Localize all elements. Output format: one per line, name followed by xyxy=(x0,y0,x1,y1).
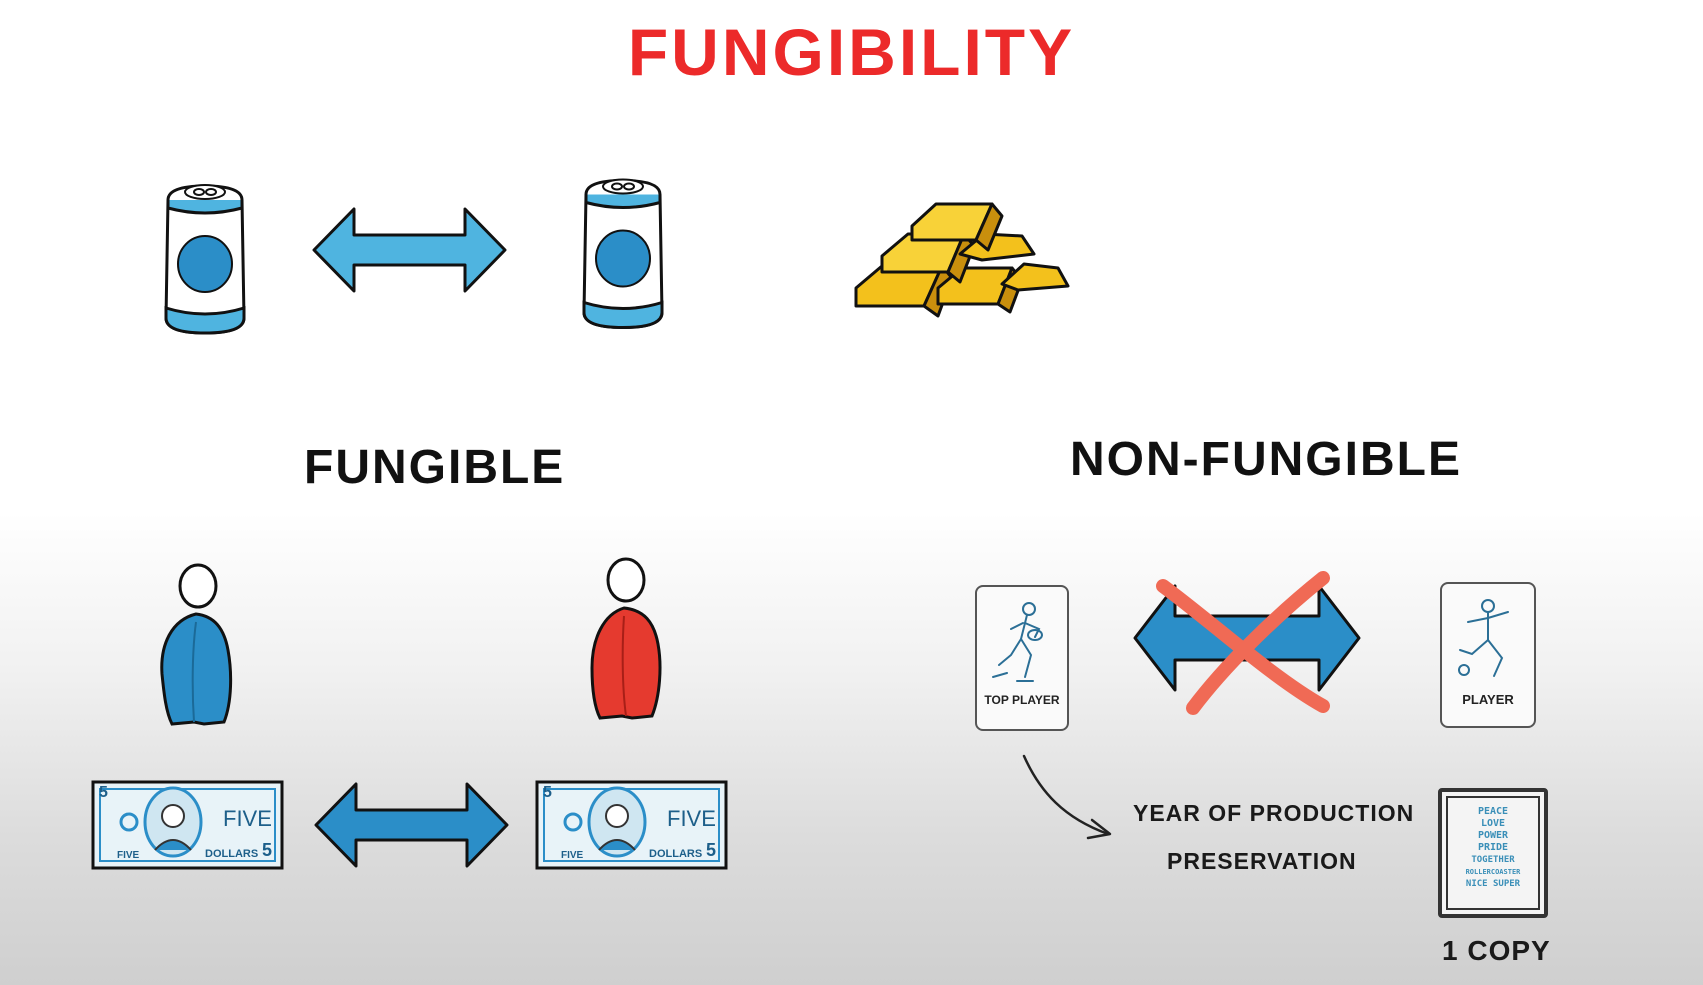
art-word: PEACE xyxy=(1477,806,1509,817)
attribute-preservation: PRESERVATION xyxy=(1167,848,1357,874)
five-dollar-bill-right: 5 5 FIVE FIVE DOLLARS xyxy=(535,780,728,870)
double-arrow-bills-icon xyxy=(314,782,509,868)
framed-word-art: PEACE LOVE POWER PRIDE TOGETHER ROLLERCO… xyxy=(1438,788,1548,918)
bill-corner-tl: 5 xyxy=(99,784,108,801)
person-blue-icon xyxy=(160,563,233,726)
football-player-icon xyxy=(1458,599,1509,677)
art-word: ROLLERCOASTER xyxy=(1465,868,1521,876)
person-red-icon xyxy=(590,557,662,720)
rugby-player-icon xyxy=(992,602,1043,682)
art-word: POWER xyxy=(1477,830,1509,841)
fungible-heading: FUNGIBLE xyxy=(304,441,566,494)
bill-word: FIVE xyxy=(223,806,272,831)
bill-corner-br: 5 xyxy=(706,840,717,860)
double-arrow-cans-icon xyxy=(312,207,507,293)
five-dollar-bill-left: 5 5 FIVE FIVE DOLLARS xyxy=(91,780,284,870)
non-fungible-heading: NON-FUNGIBLE xyxy=(1070,433,1462,486)
bill-corner-tl: 5 xyxy=(543,784,552,801)
top-player-label: TOP PLAYER xyxy=(984,693,1060,707)
art-word: TOGETHER xyxy=(1471,855,1515,865)
bill-bottom-right: DOLLARS xyxy=(649,848,703,860)
crossed-double-arrow-icon xyxy=(1133,571,1361,715)
attribute-year-of-production: YEAR OF PRODUCTION xyxy=(1133,800,1415,826)
player-card: PLAYER xyxy=(1440,582,1536,728)
curved-arrow-icon xyxy=(1022,754,1112,840)
bill-bottom-left: FIVE xyxy=(117,850,140,861)
player-label: PLAYER xyxy=(1462,692,1514,707)
one-copy-label: 1 COPY xyxy=(1442,935,1551,966)
art-word: LOVE xyxy=(1480,818,1506,829)
bill-bottom-right: DOLLARS xyxy=(205,848,259,860)
bill-word: FIVE xyxy=(667,806,716,831)
gold-bars-icon xyxy=(854,202,1070,318)
soda-can-left-icon xyxy=(164,184,246,335)
top-player-card: TOP PLAYER xyxy=(975,585,1069,731)
page-title: FUNGIBILITY xyxy=(627,15,1076,89)
soda-can-right-icon xyxy=(582,178,664,330)
art-word: NICE SUPER xyxy=(1465,879,1521,889)
art-word: PRIDE xyxy=(1477,842,1509,853)
bill-bottom-left: FIVE xyxy=(561,850,584,861)
bill-corner-br: 5 xyxy=(262,840,273,860)
